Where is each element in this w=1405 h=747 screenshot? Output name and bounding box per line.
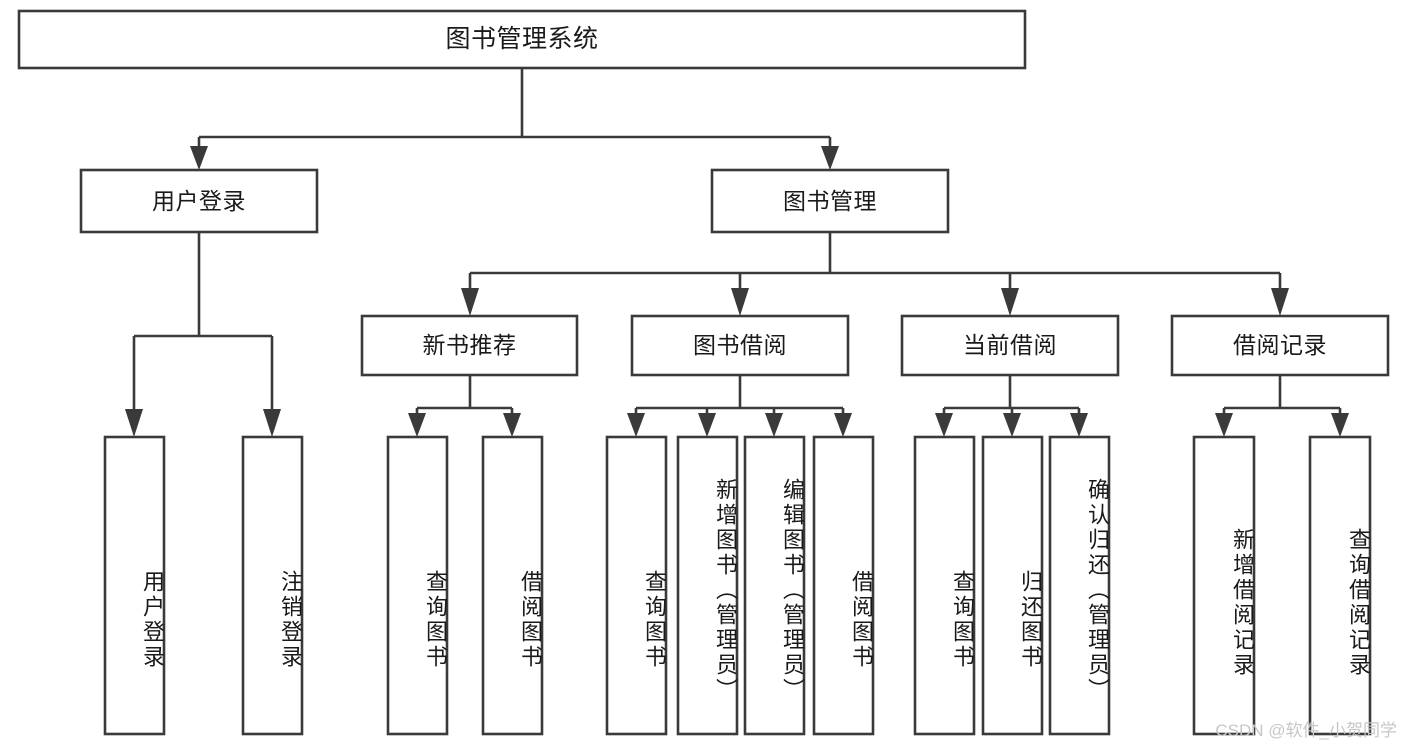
- node-box-leaf-logout[interactable]: [241, 435, 304, 736]
- arrow-head-borrow-record: [1271, 288, 1289, 316]
- node-box-borrow-record[interactable]: [1170, 314, 1390, 377]
- arrow-head-new-book-recommend: [461, 288, 479, 316]
- node-box-leaf-add-book[interactable]: [676, 435, 739, 736]
- arrow-head-leaf-query-book-3: [935, 413, 953, 437]
- arrow-head-leaf-add-record: [1215, 413, 1233, 437]
- node-box-leaf-edit-book[interactable]: [743, 435, 806, 736]
- connector-book-management-to-level3: [461, 232, 1289, 316]
- node-box-leaf-confirm-return[interactable]: [1048, 435, 1111, 736]
- node-box-leaf-borrow-book-1[interactable]: [481, 435, 544, 736]
- arrow-head-leaf-query-book-1: [408, 413, 426, 437]
- connector-root-to-level2: [190, 68, 839, 170]
- node-box-current-borrow[interactable]: [900, 314, 1120, 377]
- node-box-book-borrow[interactable]: [630, 314, 850, 377]
- node-box-leaf-query-record[interactable]: [1308, 435, 1372, 736]
- node-box-book-management[interactable]: [710, 168, 950, 234]
- node-box-user-login[interactable]: [79, 168, 319, 234]
- node-box-root[interactable]: [17, 9, 1027, 70]
- arrow-head-user-login: [190, 146, 208, 170]
- arrow-head-leaf-borrow-book-2: [834, 413, 852, 437]
- connector-new-book-to-leaves: [408, 375, 521, 437]
- arrow-head-book-borrow: [731, 288, 749, 316]
- node-box-new-book-recommend[interactable]: [360, 314, 579, 377]
- node-box-leaf-return-book[interactable]: [981, 435, 1044, 736]
- arrow-head-current-borrow: [1001, 288, 1019, 316]
- arrow-head-leaf-query-record: [1331, 413, 1349, 437]
- node-box-leaf-user-login[interactable]: [103, 435, 166, 736]
- arrow-head-leaf-confirm-return: [1070, 413, 1088, 437]
- node-box-leaf-borrow-book-2[interactable]: [812, 435, 875, 736]
- arrow-head-leaf-borrow-book-1: [503, 413, 521, 437]
- arrow-head-leaf-return-book: [1003, 413, 1021, 437]
- node-box-leaf-query-book-2[interactable]: [605, 435, 668, 736]
- arrow-head-book-management: [821, 146, 839, 170]
- connector-book-borrow-to-leaves: [627, 375, 852, 437]
- connector-current-borrow-to-leaves: [935, 375, 1088, 437]
- connector-user-login-to-leaves: [125, 232, 281, 437]
- arrow-head-leaf-query-book-2: [627, 413, 645, 437]
- arrow-head-leaf-logout: [263, 409, 281, 437]
- arrow-head-leaf-add-book: [698, 413, 716, 437]
- arrow-head-leaf-user-login: [125, 409, 143, 437]
- connector-borrow-record-to-leaves: [1215, 375, 1349, 437]
- arrow-head-leaf-edit-book: [765, 413, 783, 437]
- node-box-leaf-add-record[interactable]: [1192, 435, 1256, 736]
- node-box-leaf-query-book-1[interactable]: [386, 435, 449, 736]
- node-box-leaf-query-book-3[interactable]: [913, 435, 976, 736]
